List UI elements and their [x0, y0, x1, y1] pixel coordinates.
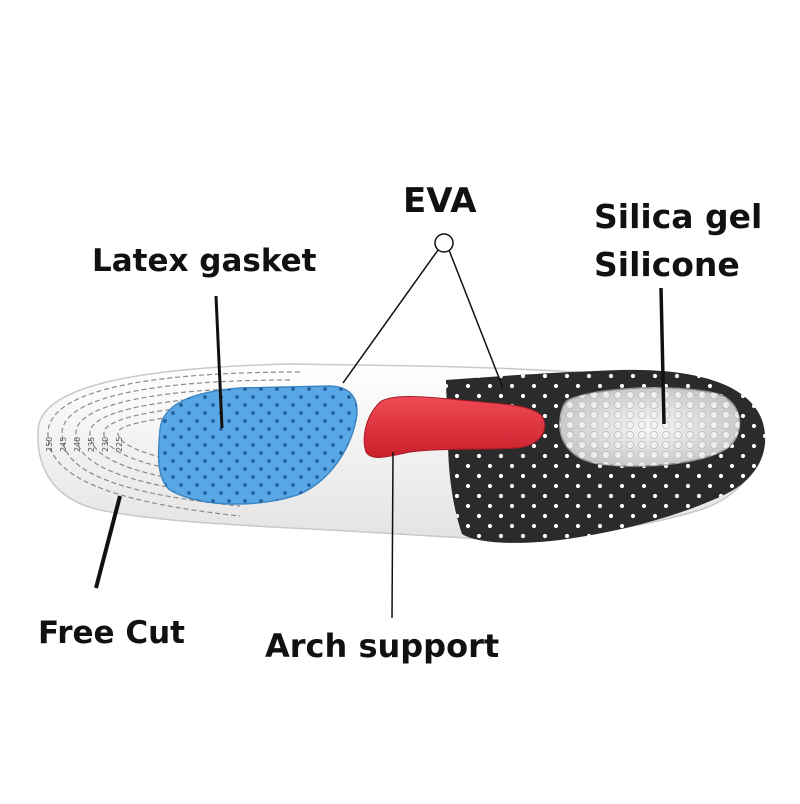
arch-leader — [391, 451, 394, 619]
size-mark: 250 — [45, 437, 54, 452]
size-mark: 245 — [59, 437, 68, 452]
label-arch-support: Arch support — [265, 627, 500, 665]
eva-leader-left — [342, 249, 439, 384]
label-latex-gasket: Latex gasket — [92, 243, 317, 279]
size-mark: 235 — [87, 437, 96, 452]
size-marks: 250 245 240 235 230 225 — [45, 437, 124, 452]
arch-pad — [363, 396, 546, 458]
label-free-cut: Free Cut — [38, 615, 185, 651]
eva-marker — [434, 233, 454, 253]
eva-leader-right — [448, 249, 504, 389]
label-eva: EVA — [403, 181, 477, 221]
size-mark: 240 — [73, 437, 82, 452]
label-silica-gel: Silica gel — [594, 197, 763, 236]
latex-leader — [214, 295, 224, 429]
freecut-leader — [94, 495, 122, 589]
latex-pad-holes — [158, 386, 357, 505]
label-silicone: Silicone — [594, 245, 740, 284]
size-mark: 230 — [101, 437, 110, 452]
silicone-leader — [659, 287, 666, 425]
size-mark: 225 — [115, 437, 124, 452]
gel-cells — [559, 387, 740, 466]
